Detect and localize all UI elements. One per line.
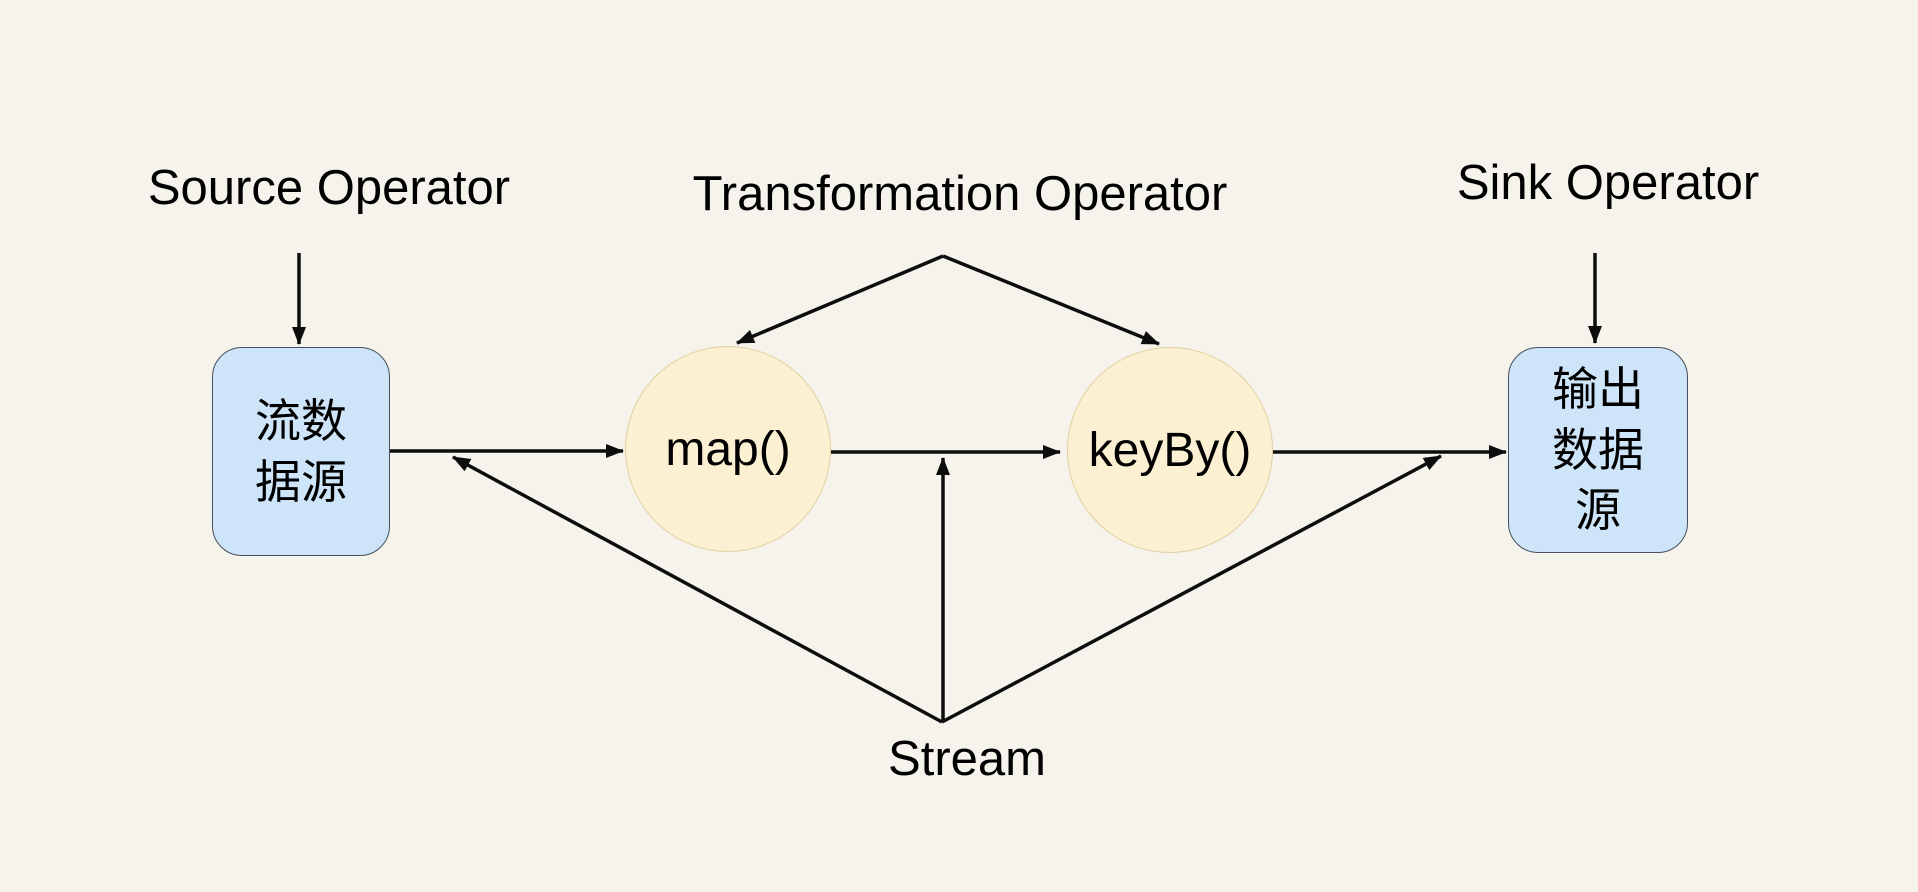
edge-transformation-label-to-keyby: [942, 254, 1160, 346]
sink-operator-label: Sink Operator: [1456, 156, 1760, 210]
sink-node-text: 输出 数据 源: [1552, 362, 1644, 537]
keyby-operator-node: keyBy(): [1067, 347, 1273, 553]
source-operator-label: Source Operator: [147, 161, 511, 215]
source-node-text: 流数 据源: [255, 394, 347, 508]
keyby-operator-text: keyBy(): [1088, 423, 1252, 477]
edge-stream-to-source-map-link: [452, 455, 943, 724]
map-operator-text: map(): [665, 422, 791, 476]
map-operator-node: map(): [625, 346, 831, 552]
edge-stream-to-keyby-sink-link: [941, 454, 1442, 724]
transformation-operator-label: Transformation Operator: [692, 167, 1228, 221]
sink-node: 输出 数据 源: [1508, 347, 1688, 553]
source-node: 流数 据源: [212, 347, 390, 556]
edge-transformation-label-to-map: [736, 254, 944, 345]
stream-label: Stream: [888, 732, 1046, 786]
